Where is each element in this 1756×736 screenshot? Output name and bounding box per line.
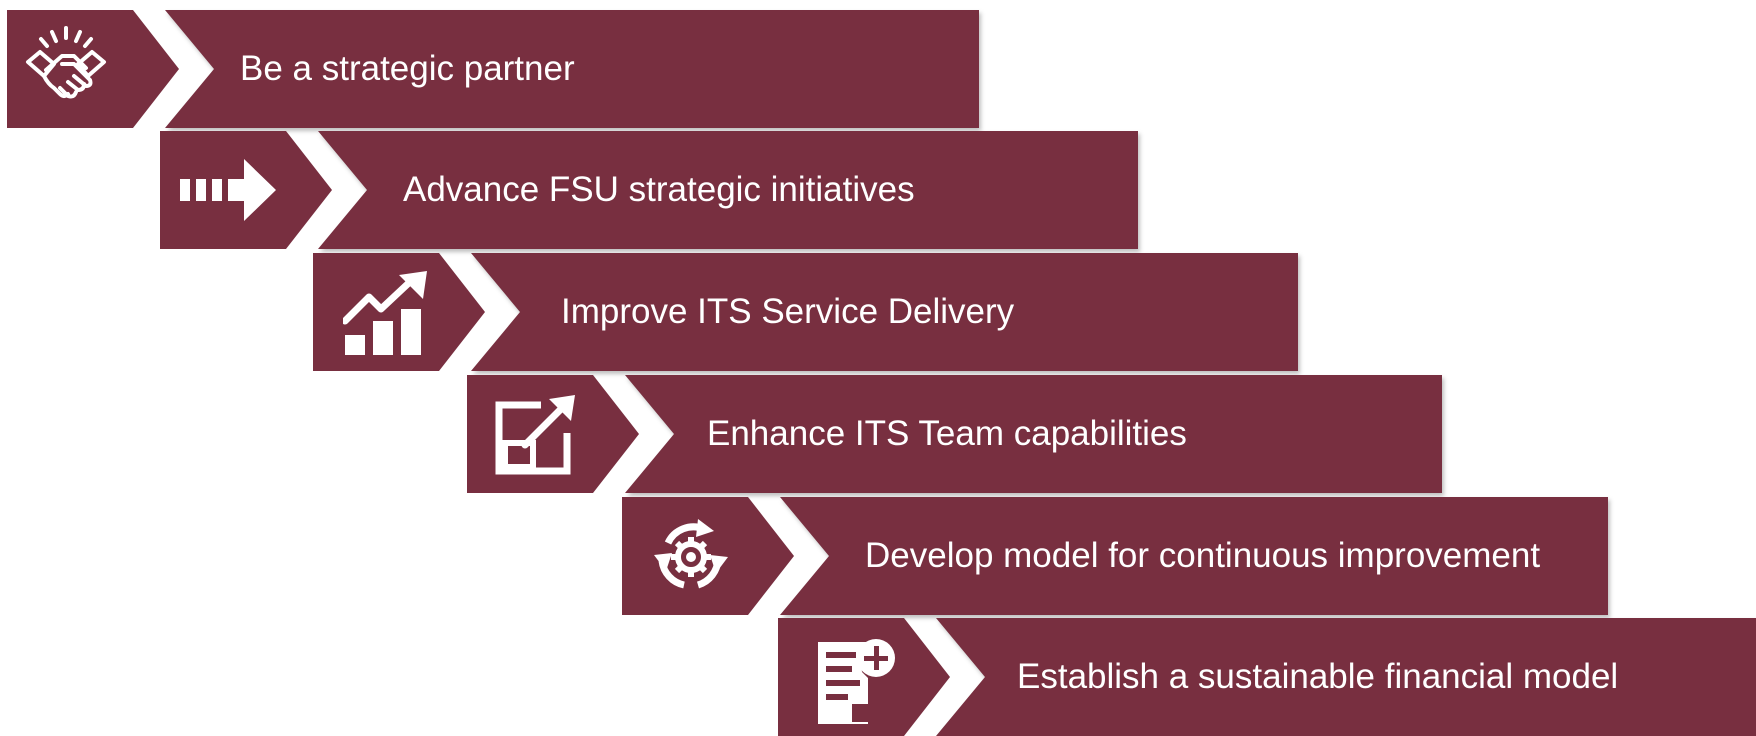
step-label: Develop model for continuous improvement	[865, 536, 1541, 575]
dashed-arrow-icon	[180, 159, 276, 221]
step-financial-model: Establish a sustainable financial model	[778, 618, 1756, 736]
scale-up-icon	[495, 395, 575, 475]
step-banner	[318, 131, 1138, 249]
step-banner	[780, 497, 1608, 615]
step-label: Be a strategic partner	[240, 49, 575, 88]
step-label: Improve ITS Service Delivery	[561, 292, 1015, 331]
icon-chevron-box	[467, 375, 639, 493]
icon-chevron-box	[160, 131, 332, 249]
gear-cycle-icon	[654, 519, 728, 589]
icon-chevron-box	[778, 618, 950, 736]
step-label: Enhance ITS Team capabilities	[707, 414, 1187, 453]
step-team-capabilities: Enhance ITS Team capabilities	[467, 375, 1442, 493]
step-banner	[625, 375, 1442, 493]
icon-chevron-box	[622, 497, 794, 615]
step-banner	[471, 253, 1298, 371]
handshake-icon	[26, 26, 106, 99]
step-fsu-initiatives: Advance FSU strategic initiatives	[160, 131, 1138, 249]
growth-chart-icon	[343, 271, 427, 355]
step-banner	[936, 618, 1756, 736]
document-add-icon	[818, 639, 895, 724]
step-label: Establish a sustainable financial model	[1017, 657, 1619, 696]
icon-chevron-box	[313, 253, 485, 371]
step-strategic-partner: Be a strategic partner	[7, 10, 979, 128]
step-label: Advance FSU strategic initiatives	[403, 170, 915, 209]
icon-chevron-box	[7, 10, 179, 128]
step-banner	[165, 10, 979, 128]
step-service-delivery: Improve ITS Service Delivery	[313, 253, 1298, 371]
step-continuous-improvement: Develop model for continuous improvement	[622, 497, 1608, 615]
